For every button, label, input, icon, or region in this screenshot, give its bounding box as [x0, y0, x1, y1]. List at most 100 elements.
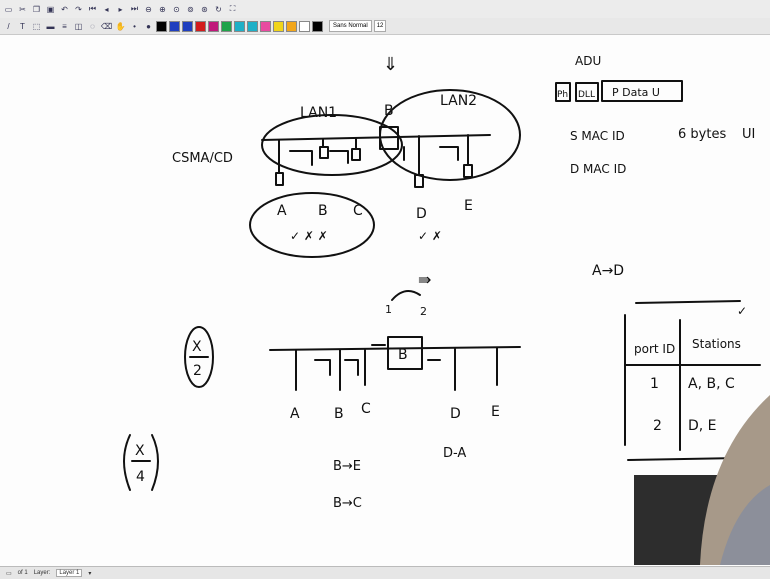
last-page-icon[interactable]: ⏭	[129, 4, 140, 15]
station-c-label: C	[353, 203, 363, 219]
x2-numerator: X	[192, 339, 202, 355]
prev-page-icon[interactable]: ◂	[101, 4, 112, 15]
next-page-icon[interactable]: ▸	[115, 4, 126, 15]
color-swatch-4[interactable]	[208, 21, 219, 32]
x4-paren-left	[124, 435, 130, 490]
page-icon[interactable]: ▭	[6, 570, 12, 577]
station-a-box	[276, 173, 283, 185]
color-swatch-9[interactable]	[273, 21, 284, 32]
station-e-label: E	[464, 198, 473, 214]
station-b-box	[320, 147, 328, 158]
color-swatch-5[interactable]	[221, 21, 232, 32]
tick-marks-lan1: ✓ ✗ ✗	[290, 229, 328, 243]
pen-toolbar: / T ⬚ ▬ ≡ ◫ ◌ ⌫ ✋ • ● Sans Normal 12	[0, 18, 770, 35]
zoom-width-icon[interactable]: ⊚	[185, 4, 196, 15]
lasso-icon[interactable]: ◌	[87, 21, 98, 32]
ui-label: UI	[742, 127, 755, 142]
station-b-label: B	[318, 203, 328, 219]
select-icon[interactable]: ⬚	[31, 21, 42, 32]
curve-arrow	[392, 291, 420, 300]
refresh-icon[interactable]: ↻	[213, 4, 224, 15]
lan1-label: LAN1	[300, 105, 337, 121]
color-swatch-7[interactable]	[247, 21, 258, 32]
station-a-label: A	[277, 203, 287, 219]
table-bottom-line	[628, 458, 740, 460]
flow-arrow-4	[440, 147, 458, 160]
dot-large-icon[interactable]: ●	[143, 21, 154, 32]
chevron-down-icon[interactable]: ▾	[88, 570, 91, 577]
color-swatch-1[interactable]	[169, 21, 180, 32]
shape-icon[interactable]: ◫	[73, 21, 84, 32]
row1-port: 1	[650, 376, 659, 392]
mid-label-e: E	[491, 404, 500, 420]
zoom-out-icon[interactable]: ⊖	[143, 4, 154, 15]
station-e-box	[464, 165, 472, 177]
csma-label: CSMA/CD	[172, 151, 233, 166]
lan2-label: LAN2	[440, 93, 477, 109]
copy-icon[interactable]: ❐	[31, 4, 42, 15]
mid-arrow-2	[345, 360, 358, 375]
color-swatch-3[interactable]	[195, 21, 206, 32]
dll-label: DLL	[578, 90, 595, 100]
mid-label-d: D	[450, 406, 461, 422]
row2-port: 2	[653, 418, 662, 434]
undo-icon[interactable]: ↶	[59, 4, 70, 15]
tick-marks-lan2: ✓ ✗	[418, 229, 442, 243]
zoom-fit-icon[interactable]: ⊙	[171, 4, 182, 15]
color-swatch-8[interactable]	[260, 21, 271, 32]
redo-icon[interactable]: ↷	[73, 4, 84, 15]
layer-select[interactable]: Layer 1	[56, 569, 82, 577]
a-to-d-label: A→D	[592, 263, 624, 279]
hand-icon[interactable]: ✋	[115, 21, 126, 32]
mid-label-c: C	[361, 401, 371, 417]
zoom-in-icon[interactable]: ⊕	[157, 4, 168, 15]
b-to-c-label: B→C	[333, 496, 362, 511]
font-size-selector[interactable]: 12	[374, 20, 387, 32]
highlighter-icon[interactable]: ▬	[45, 21, 56, 32]
color-swatch-2[interactable]	[182, 21, 193, 32]
flow-arrow-2	[330, 151, 348, 163]
fullscreen-icon[interactable]: ⛶	[227, 4, 238, 15]
x4-numerator: X	[135, 443, 145, 459]
font-selector[interactable]: Sans Normal	[329, 20, 372, 32]
mid-bus-line	[270, 347, 520, 350]
layer-label: Layer:	[34, 570, 51, 576]
x2-denominator: 2	[193, 363, 202, 379]
color-swatch-6[interactable]	[234, 21, 245, 32]
x4-paren-right	[152, 435, 158, 490]
mid-label-b: B	[334, 406, 344, 422]
smac-label: S MAC ID	[570, 129, 625, 143]
pdata-label: P Data U	[612, 86, 660, 99]
cut-icon[interactable]: ✂	[17, 4, 28, 15]
mid-label-a: A	[290, 406, 300, 422]
whiteboard-canvas[interactable]: ⇓ LAN1 LAN2 B CSMA/CD A B C D E ✓ ✗ ✗ ✓ …	[0, 35, 770, 565]
d-a-label: D-A	[443, 446, 466, 461]
pen-icon[interactable]: /	[3, 21, 14, 32]
page-count: of 1	[18, 570, 28, 576]
color-swatch-12[interactable]	[312, 21, 323, 32]
text-icon[interactable]: T	[17, 21, 28, 32]
color-swatch-10[interactable]	[286, 21, 297, 32]
x4-denominator: 4	[136, 469, 145, 485]
arrow-num-1: 1	[385, 303, 392, 316]
table-top-line	[636, 301, 740, 303]
main-toolbar: ▭ ✂ ❐ ▣ ↶ ↷ ⏮ ◂ ▸ ⏭ ⊖ ⊕ ⊙ ⊚ ⊛ ↻ ⛶	[0, 0, 770, 19]
new-page-icon[interactable]: ▭	[3, 4, 14, 15]
first-page-icon[interactable]: ⏮	[87, 4, 98, 15]
station-c-box	[352, 149, 360, 160]
top-bus-line	[262, 135, 490, 140]
ruler-icon[interactable]: ≡	[59, 21, 70, 32]
row1-stations: A, B, C	[688, 376, 735, 392]
eraser-icon[interactable]: ⌫	[101, 21, 112, 32]
zoom-reset-icon[interactable]: ⊛	[199, 4, 210, 15]
color-swatch-11[interactable]	[299, 21, 310, 32]
dmac-label: D MAC ID	[570, 162, 626, 176]
ph-label: Ph	[557, 90, 568, 100]
color-swatch-0[interactable]	[156, 21, 167, 32]
dot-small-icon[interactable]: •	[129, 21, 140, 32]
paste-icon[interactable]: ▣	[45, 4, 56, 15]
bytes-label: 6 bytes	[678, 127, 726, 142]
mid-arrow-1	[315, 360, 330, 375]
arrow-num-2: 2	[420, 305, 427, 318]
b-to-e-label: B→E	[333, 459, 361, 474]
